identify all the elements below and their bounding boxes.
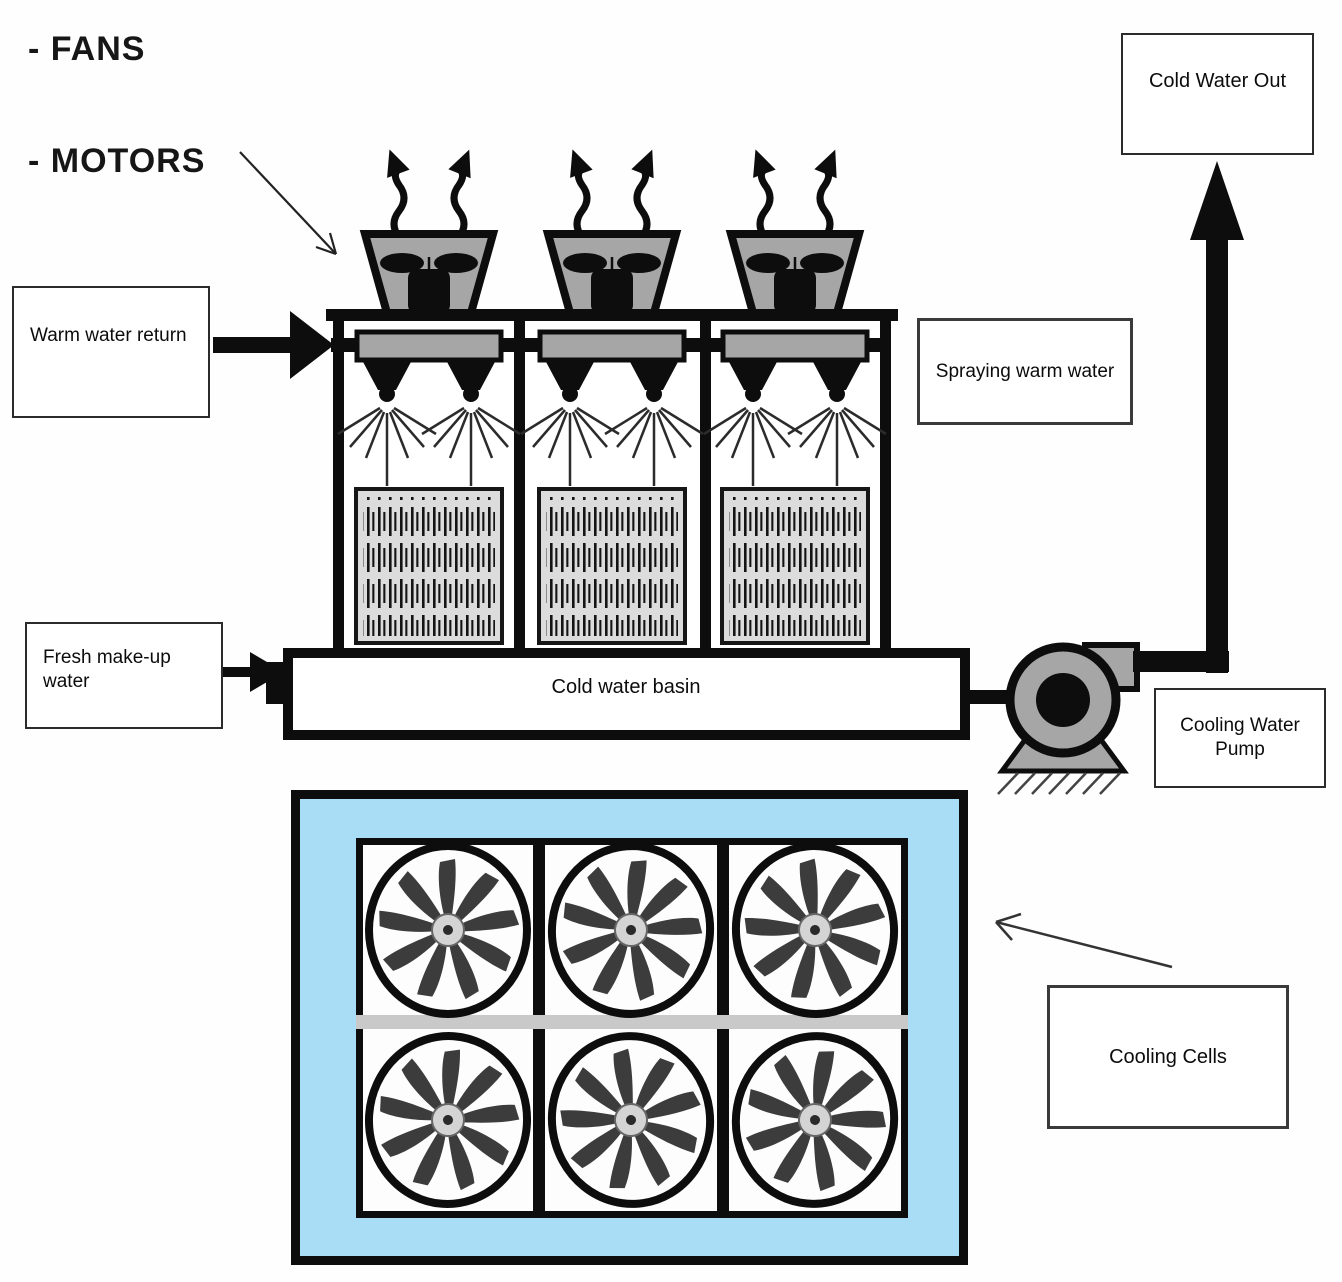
warm-water-return-label-box: Warm water return (12, 286, 210, 418)
cooling-cells-label-box: Cooling Cells (1047, 985, 1289, 1129)
cold-water-out-label-box: Cold Water Out (1121, 33, 1314, 155)
fan-icon (369, 846, 527, 1014)
fan-motor-unit-icon (731, 234, 859, 314)
motors-label: - MOTORS (28, 142, 206, 180)
cooling-water-pump-icon (960, 642, 1229, 795)
fresh-makeup-water-label: Fresh make-up water (43, 647, 171, 692)
spraying-warm-water-label: Spraying warm water (935, 360, 1115, 382)
fan-motor-unit-icon (548, 234, 676, 314)
cooling-cells-pointer-arrow (995, 912, 1173, 969)
cooling-cells-label: Cooling Cells (1109, 1045, 1227, 1068)
cooling-cells-top-view (291, 790, 968, 1265)
steam-arrows (378, 145, 847, 237)
cold-water-basin (266, 648, 970, 740)
spraying-warm-water-label-box: Spraying warm water (917, 318, 1133, 425)
fresh-makeup-water-arrow (222, 652, 284, 692)
header-pipe-stubs (331, 338, 891, 352)
motors-pointer-arrow (239, 151, 338, 256)
fans-label: - FANS (28, 30, 146, 68)
fan-motor-unit-icon (365, 234, 493, 314)
fresh-makeup-water-label-box: Fresh make-up water (25, 622, 223, 729)
cooling-water-pump-label-box: Cooling Water Pump (1154, 688, 1326, 788)
cooling-water-pump-label: Cooling Water Pump (1180, 715, 1300, 760)
cold-water-out-pipe-arrow (1190, 161, 1244, 673)
cold-water-basin-label: Cold water basin (551, 676, 701, 698)
warm-water-return-label: Warm water return (30, 325, 187, 346)
warm-water-return-arrow (213, 311, 334, 379)
cold-water-out-label: Cold Water Out (1148, 69, 1287, 92)
